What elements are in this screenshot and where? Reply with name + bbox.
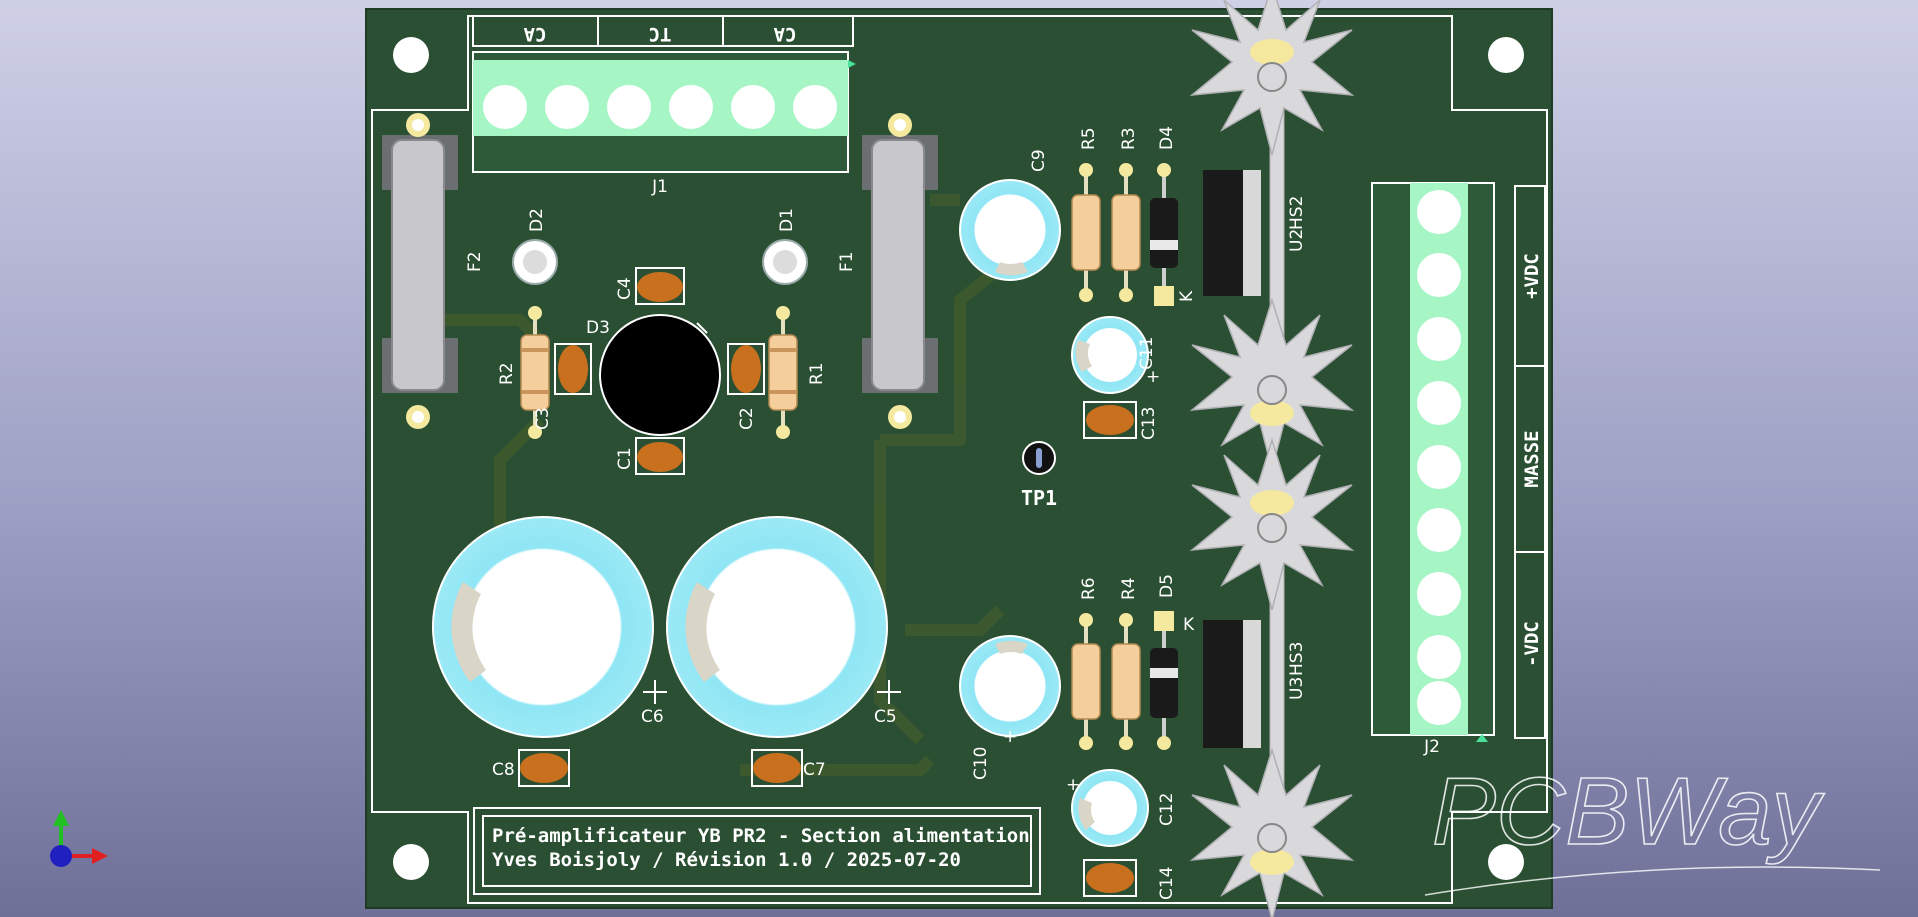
resistor-r6[interactable] <box>1071 613 1101 750</box>
ref-c6: C6 <box>641 707 664 727</box>
capacitor-c2[interactable] <box>727 343 765 395</box>
title-block <box>473 807 1041 895</box>
j2-pin-label: MASSE <box>1521 430 1543 487</box>
ref-c14: C14 <box>1157 866 1177 900</box>
ref-d2: D2 <box>527 208 547 232</box>
polarity-mark: + <box>1003 727 1017 747</box>
cathode-label: K <box>1177 290 1197 302</box>
capacitor-c14[interactable] <box>1083 859 1137 897</box>
ref-c8: C8 <box>492 760 515 780</box>
fuse-f2[interactable] <box>382 113 458 429</box>
regulator-u2[interactable] <box>1203 170 1261 296</box>
ref-d4: D4 <box>1157 126 1177 150</box>
capacitor-c7[interactable] <box>751 749 803 787</box>
ref-r4: R4 <box>1119 577 1139 600</box>
mounting-hole <box>1488 37 1524 73</box>
capacitor-c5[interactable] <box>666 516 901 738</box>
capacitor-c8[interactable] <box>518 749 570 787</box>
ref-j2: J2 <box>1423 737 1440 757</box>
ref-c10: C10 <box>971 746 991 780</box>
regulator-u3[interactable] <box>1203 620 1261 748</box>
capacitor-c11[interactable] <box>1071 316 1149 394</box>
resistor-r5[interactable] <box>1071 163 1101 302</box>
ref-c2: C2 <box>737 407 757 430</box>
mounting-hole <box>393 844 429 880</box>
capacitor-c12[interactable] <box>1071 769 1149 847</box>
watermark-logo: PCBWay <box>1432 758 1825 865</box>
resistor-r4[interactable] <box>1111 613 1141 750</box>
ref-c7: C7 <box>803 760 826 780</box>
capacitor-c3[interactable] <box>554 343 592 395</box>
resistor-r1[interactable] <box>768 306 798 439</box>
led-d2[interactable] <box>512 239 558 285</box>
bridge-rectifier-d3[interactable] <box>599 314 721 436</box>
capacitor-c4[interactable] <box>635 267 685 305</box>
capacitor-c10[interactable] <box>959 635 1061 737</box>
j1-pin-label: TC <box>649 23 672 45</box>
ref-r2: R2 <box>497 362 517 385</box>
ref-c5: C5 <box>874 707 897 727</box>
capacitor-c13[interactable] <box>1083 401 1137 439</box>
ref-c3: C3 <box>533 407 553 430</box>
mounting-hole <box>393 37 429 73</box>
ref-u2: U2 <box>1287 229 1307 252</box>
led-d1[interactable] <box>762 239 808 285</box>
ref-c1: C1 <box>615 447 635 470</box>
title-line-1: Pré-amplificateur YB PR2 - Section alime… <box>492 825 1030 847</box>
ref-c11: C11 <box>1137 336 1157 370</box>
j2-pin-label: -VDC <box>1521 621 1543 667</box>
ref-d1: D1 <box>777 208 797 232</box>
diode-d5[interactable] <box>1150 611 1178 750</box>
heatsink-hs3[interactable] <box>1191 439 1353 917</box>
connector-j1[interactable] <box>472 15 856 173</box>
resistor-r3[interactable] <box>1111 163 1141 302</box>
ref-hs2: HS2 <box>1287 196 1307 230</box>
ref-r1: R1 <box>807 362 827 385</box>
ref-c9: C9 <box>1029 149 1049 172</box>
ref-f2: F2 <box>465 251 485 272</box>
mounting-hole <box>1488 844 1524 880</box>
connector-j2[interactable] <box>1371 182 1546 742</box>
ref-j1: J1 <box>651 177 668 197</box>
ref-tp1: TP1 <box>1021 486 1057 510</box>
test-point-tp1[interactable] <box>1022 441 1056 475</box>
j1-pin-label: CA <box>523 23 546 45</box>
axes-orientation-icon <box>50 810 108 867</box>
ref-r5: R5 <box>1079 127 1099 150</box>
ref-c12: C12 <box>1157 792 1177 826</box>
ref-r6: R6 <box>1079 577 1099 600</box>
ref-r3: R3 <box>1119 127 1139 150</box>
cathode-label: K <box>1183 615 1195 635</box>
ref-f1: F1 <box>837 251 857 272</box>
ref-c13: C13 <box>1139 406 1159 440</box>
title-line-2: Yves Boisjoly / Révision 1.0 / 2025-07-2… <box>492 849 961 871</box>
polarity-mark: + <box>1146 367 1160 387</box>
capacitor-c9[interactable] <box>959 179 1061 281</box>
resistor-r2[interactable] <box>520 306 550 439</box>
j2-pin-label: +VDC <box>1521 253 1543 299</box>
heatsink-hs2[interactable] <box>1191 0 1353 471</box>
capacitor-c1[interactable] <box>635 437 685 475</box>
ref-u3: U3 <box>1287 677 1307 700</box>
ref-d3: D3 <box>586 318 610 338</box>
fuse-f1[interactable] <box>862 113 938 429</box>
ref-hs3: HS3 <box>1287 642 1307 676</box>
ref-d5: D5 <box>1157 574 1177 598</box>
diode-d4[interactable] <box>1150 163 1178 306</box>
capacitor-c6[interactable] <box>432 516 667 738</box>
j1-pin-label: CA <box>773 23 796 45</box>
polarity-mark: + <box>1066 775 1080 795</box>
watermark-swoosh <box>1424 866 1881 896</box>
ref-c4: C4 <box>615 277 635 300</box>
